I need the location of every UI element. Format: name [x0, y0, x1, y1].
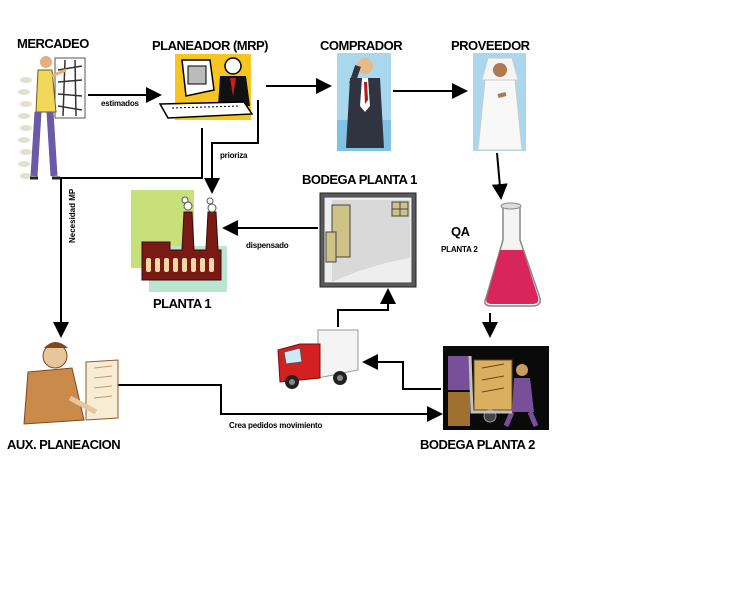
truck-illustration [277, 329, 359, 389]
node-label-qa-planta-2: PLANTA 2 [441, 245, 478, 254]
arrow-planeador-aux [53, 128, 203, 338]
node-label-proveedor: PROVEEDOR [451, 38, 530, 53]
node-label-qa: QA [451, 224, 470, 239]
planeador-computer-illustration [158, 54, 254, 120]
arrow-aux-bodega2 [118, 384, 443, 422]
bodega-planta2-worker-illustration [443, 346, 549, 430]
edge-label-dispensado: dispensado [246, 241, 289, 250]
proveedor-man-illustration [473, 53, 526, 151]
bodega-planta1-warehouse-illustration [319, 192, 417, 288]
mercadeo-presenter-illustration [18, 56, 86, 180]
arrow-truck-bodega1 [337, 288, 396, 327]
node-label-planeador: PLANEADOR (MRP) [152, 38, 269, 53]
aux-planeacion-illustration [23, 342, 119, 425]
edge-label-crea-pedidos: Crea pedidos movimiento [229, 421, 323, 430]
node-label-comprador: COMPRADOR [320, 38, 403, 53]
node-label-planta-1: PLANTA 1 [153, 296, 212, 311]
qa-flask-illustration [484, 202, 542, 307]
arrow-planeador-planta1 [204, 100, 259, 194]
edge-label-necesidad-mp: Necesidad MP [68, 188, 77, 243]
node-label-bodega-planta-1: BODEGA PLANTA 1 [302, 172, 417, 187]
node-label-bodega-planta-2: BODEGA PLANTA 2 [420, 437, 535, 452]
arrow-proveedor-qa [491, 152, 508, 200]
arrow-bodega2-truck [362, 354, 441, 390]
node-label-mercadeo: MERCADEO [17, 36, 89, 51]
planta1-factory-illustration [131, 190, 227, 292]
edge-label-estimados: estimados [101, 99, 139, 108]
edge-label-prioriza: prioriza [220, 151, 248, 160]
node-label-aux-planeacion: AUX. PLANEACION [7, 437, 121, 452]
comprador-businessman-illustration [337, 53, 391, 151]
